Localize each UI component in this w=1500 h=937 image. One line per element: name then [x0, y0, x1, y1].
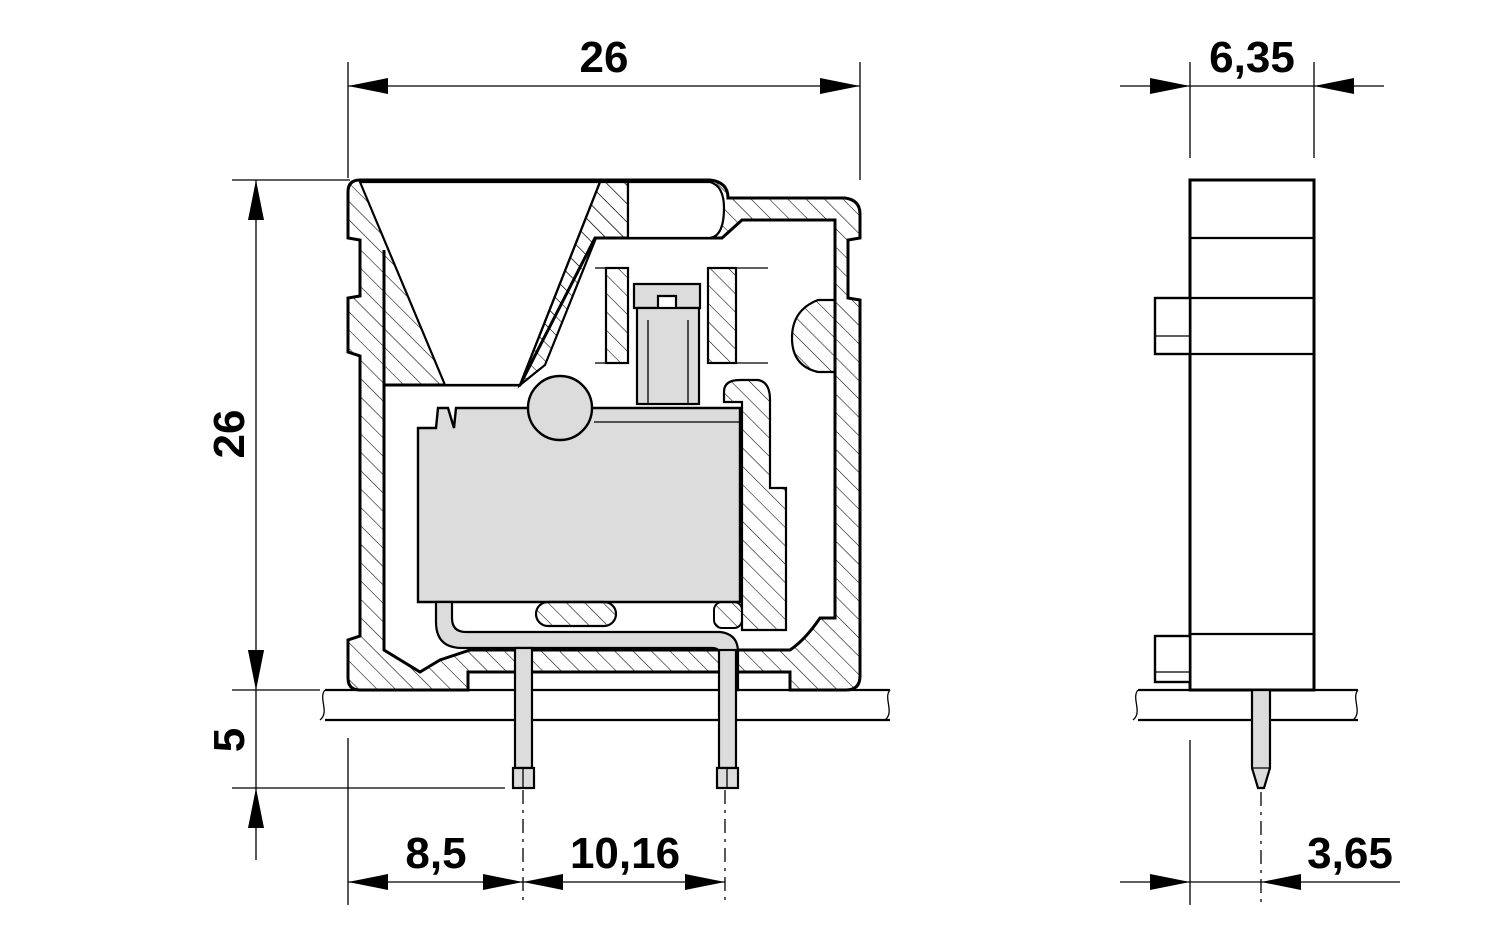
dim-pin-length: 5	[205, 728, 254, 752]
solder-pin-left	[511, 646, 536, 790]
side-solder-pin	[1250, 688, 1272, 790]
solder-lead-bend	[434, 600, 740, 692]
clamp-screw	[632, 282, 702, 406]
side-housing	[1188, 178, 1316, 692]
front-dimension-lines	[232, 62, 861, 905]
dim-pin-offset: 8,5	[405, 829, 466, 878]
side-dimension-lines	[1120, 62, 1400, 905]
side-latch-lower	[1153, 634, 1192, 684]
front-view	[319, 178, 891, 905]
clamp-body	[416, 406, 742, 604]
clamp-foot-right	[713, 601, 743, 629]
dim-side-pin-offset: 3,65	[1307, 829, 1393, 878]
clamp-support-wall	[722, 378, 788, 632]
pcb-board-side	[1132, 688, 1359, 722]
clamp-ball	[526, 374, 594, 442]
housing-notch-right	[790, 298, 837, 374]
solder-pin-right	[715, 648, 740, 790]
dim-side-width: 6,35	[1209, 33, 1295, 82]
clamp-foot	[534, 600, 618, 628]
screw-guide-left	[604, 266, 630, 365]
side-view	[1132, 178, 1359, 905]
pcb-board-front	[319, 688, 891, 722]
screw-channel	[626, 180, 726, 240]
dim-front-height: 26	[205, 410, 254, 459]
dim-front-width: 26	[580, 33, 629, 82]
side-latch-upper	[1153, 296, 1192, 356]
dim-pin-pitch: 10,16	[570, 829, 680, 878]
screw-guide-right	[706, 266, 738, 365]
